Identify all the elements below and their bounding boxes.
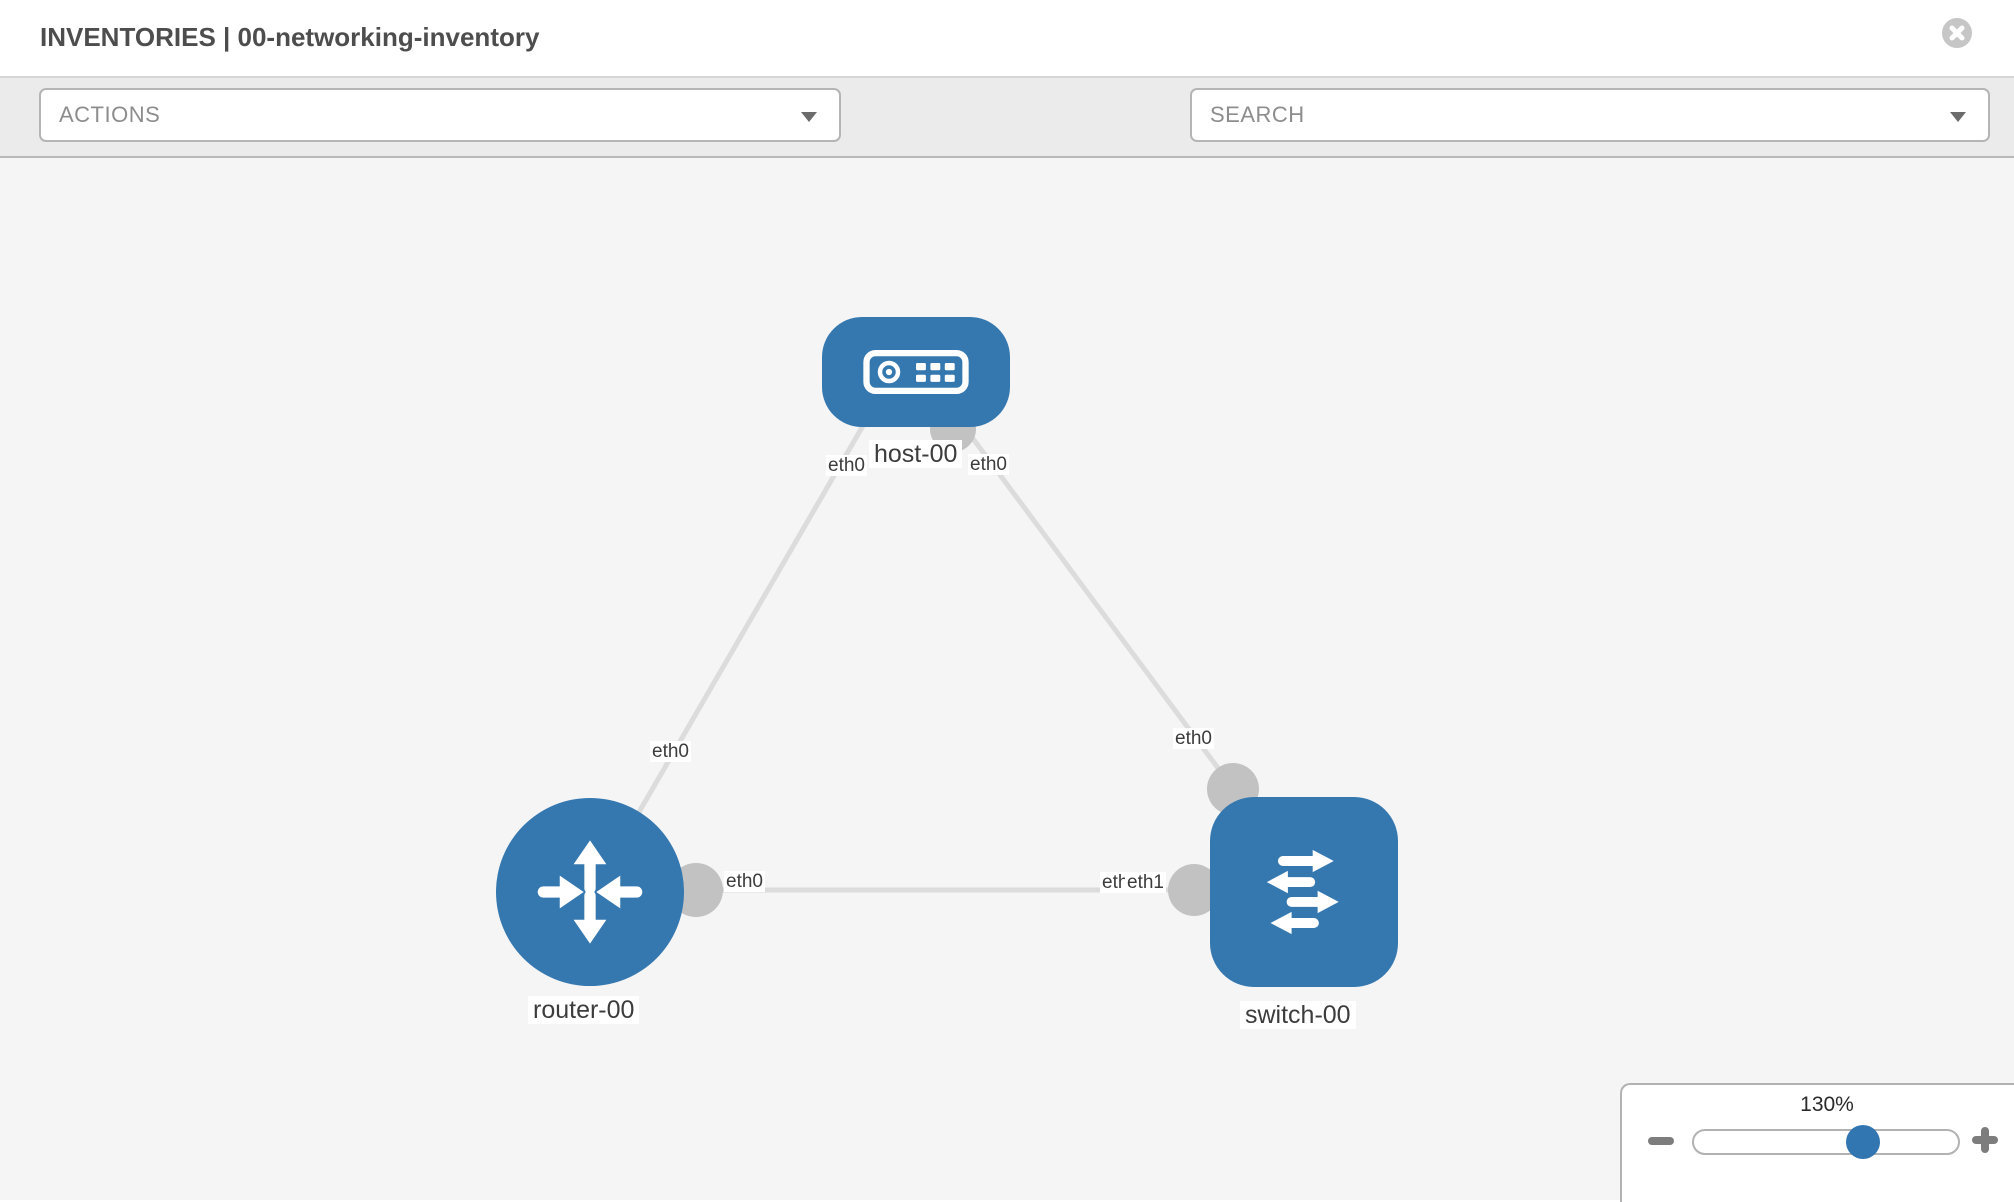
- search-placeholder: SEARCH: [1210, 102, 1305, 127]
- node-switch-00[interactable]: [1210, 797, 1398, 987]
- switch-icon: [1266, 849, 1339, 935]
- topology-links: [590, 403, 1300, 893]
- chevron-down-icon: [1950, 112, 1966, 122]
- actions-dropdown-label: ACTIONS: [59, 102, 161, 127]
- iface-label-switch-port-back: eth0: [1100, 872, 1131, 893]
- search-dropdown[interactable]: SEARCH: [1190, 88, 1990, 142]
- host-icon: [863, 349, 969, 395]
- node-router-00[interactable]: [496, 798, 684, 986]
- chevron-down-icon: [801, 112, 817, 122]
- page-title: INVENTORIES | 00-networking-inventory: [40, 22, 540, 52]
- actions-dropdown[interactable]: ACTIONS: [39, 88, 841, 142]
- node-host-00[interactable]: [822, 317, 1010, 427]
- iface-label-switch-port-front: eth1: [1125, 872, 1166, 893]
- node-label-router: router-00: [528, 996, 640, 1024]
- zoom-out-button[interactable]: [1648, 1137, 1674, 1145]
- topology-canvas: eth0 host-00 eth0 eth0 eth0 eth0 eth0 et…: [0, 158, 2014, 1202]
- iface-label-link-switch: eth0: [1173, 728, 1214, 749]
- x-circle-icon: [1949, 25, 1965, 41]
- iface-label-host-right: eth0: [968, 454, 1009, 475]
- iface-label-link-router: eth0: [650, 741, 691, 762]
- iface-label-host-left: eth0: [826, 455, 867, 476]
- zoom-slider[interactable]: [1692, 1125, 1960, 1159]
- zoom-in-button[interactable]: [1972, 1127, 1998, 1153]
- router-icon: [537, 840, 643, 944]
- close-button[interactable]: [1942, 18, 1972, 48]
- zoom-panel: 130%: [1620, 1083, 2014, 1202]
- iface-label-router-port: eth0: [724, 871, 765, 892]
- node-label-host: host-00: [869, 440, 963, 468]
- header: INVENTORIES | 00-networking-inventory: [0, 0, 2014, 78]
- zoom-value: 130%: [1800, 1093, 1854, 1116]
- plus-icon: [1981, 1127, 1989, 1153]
- node-label-switch: switch-00: [1240, 1001, 1356, 1029]
- toolbar: ACTIONS SEARCH: [0, 78, 2014, 207]
- zoom-slider-thumb[interactable]: [1846, 1125, 1880, 1159]
